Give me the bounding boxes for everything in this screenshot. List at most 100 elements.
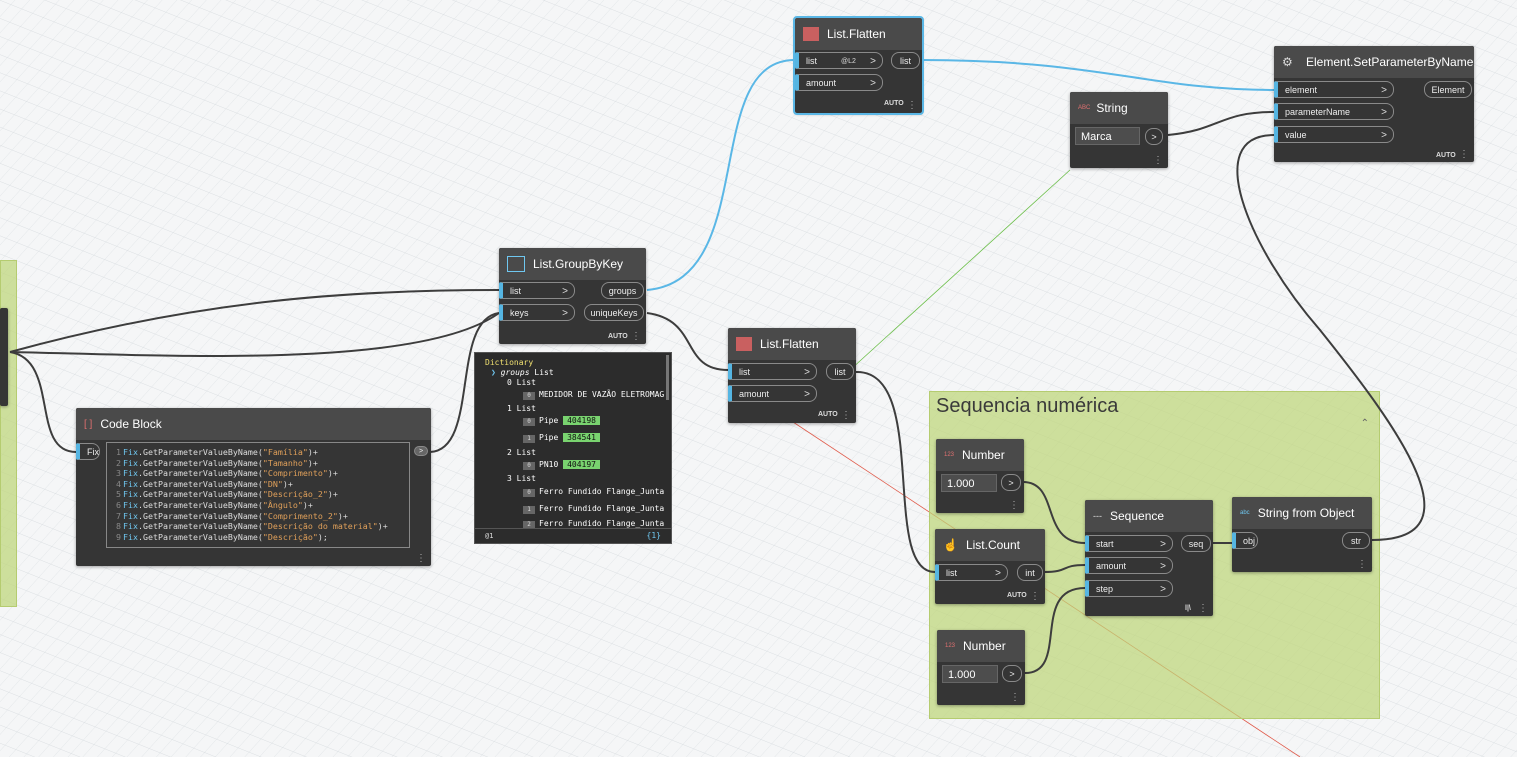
node-header[interactable]: List.GroupByKey	[499, 248, 646, 280]
input-port-obj[interactable]: obj	[1232, 532, 1258, 549]
input-port-value[interactable]: value >	[1274, 126, 1394, 143]
list-item[interactable]: 0 List	[507, 378, 536, 387]
output-port[interactable]: >	[1001, 474, 1021, 491]
list-item[interactable]: 2 List	[507, 448, 536, 457]
input-port-list[interactable]: list >	[935, 564, 1008, 581]
more-options-icon[interactable]: ⋮	[416, 553, 426, 564]
input-port-parametername[interactable]: parameterName >	[1274, 103, 1394, 120]
input-port-step[interactable]: step >	[1085, 580, 1173, 597]
more-options-icon[interactable]: ⋮	[1357, 559, 1367, 570]
lacing-label[interactable]: AUTO	[1007, 592, 1027, 599]
more-options-icon[interactable]: ⋮	[1030, 591, 1040, 602]
list-group-icon	[507, 256, 525, 272]
string-from-object-node[interactable]: abc String from Object obj str ⋮	[1232, 497, 1372, 572]
list-item[interactable]: 3 List	[507, 474, 536, 483]
chevron-right-icon: >	[1160, 584, 1166, 595]
scrollbar[interactable]	[666, 355, 669, 400]
node-title: Number	[962, 448, 1005, 462]
input-port-list[interactable]: list >	[499, 282, 575, 299]
node-header[interactable]: 123 Number	[936, 439, 1024, 471]
output-port[interactable]: >	[1145, 128, 1163, 145]
input-port-start[interactable]: start >	[1085, 535, 1173, 552]
output-port[interactable]: >	[1002, 665, 1022, 682]
lacing-label[interactable]: AUTO	[818, 411, 838, 418]
port-label: start	[1096, 539, 1114, 549]
output-port-list[interactable]: list	[891, 52, 920, 69]
node-header[interactable]: ABC String	[1070, 92, 1168, 124]
lacing-label[interactable]: AUTO	[1436, 152, 1456, 159]
group-title[interactable]: Sequencia numérica	[936, 395, 1119, 417]
value-badge: 404198	[563, 416, 600, 425]
preview-header: Dictionary	[485, 358, 534, 367]
input-port-keys[interactable]: keys >	[499, 304, 575, 321]
number-value-input[interactable]: 1.000	[941, 474, 997, 492]
list-flatten-icon	[803, 27, 819, 41]
output-port-list[interactable]: list	[826, 363, 854, 380]
input-port-amount[interactable]: amount >	[795, 74, 883, 91]
node-header[interactable]: --- Sequence	[1085, 500, 1213, 532]
node-title: List.GroupByKey	[533, 257, 624, 271]
more-options-icon[interactable]: ⋮	[907, 100, 917, 111]
list-count-node[interactable]: ☝ List.Count list > int AUTO ⋮	[935, 529, 1045, 604]
output-port-element[interactable]: Element	[1424, 81, 1472, 98]
more-options-icon[interactable]: ⋮	[1459, 149, 1469, 160]
list-flatten-mid-node[interactable]: List.Flatten list > list amount > AUTO ⋮	[728, 328, 856, 423]
input-port-list[interactable]: list @L2 >	[795, 52, 883, 69]
key-label: groups	[500, 368, 530, 377]
port-label: list	[946, 568, 957, 578]
more-options-icon[interactable]: ⋮	[841, 410, 851, 421]
string-value-input[interactable]: Marca	[1075, 127, 1140, 145]
set-parameter-node[interactable]: ⚙ Element.SetParameterByName element > p…	[1274, 46, 1474, 162]
number-node-start[interactable]: 123 Number 1.000 > ⋮	[936, 439, 1024, 513]
input-port-fix[interactable]: Fix	[76, 443, 100, 460]
output-port-uniquekeys[interactable]: uniqueKeys	[584, 304, 644, 321]
node-header[interactable]: abc String from Object	[1232, 497, 1372, 529]
y-axis-line	[849, 169, 1071, 371]
node-title: Sequence	[1110, 509, 1165, 523]
list-item[interactable]: 1 List	[507, 404, 536, 413]
chevron-right-icon: >	[1381, 85, 1387, 96]
partial-node-left[interactable]	[0, 308, 8, 406]
list-flatten-top-node[interactable]: List.Flatten list @L2 > list amount > AU…	[793, 16, 924, 115]
lacing-label[interactable]: AUTO	[608, 333, 628, 340]
number-value-input[interactable]: 1.000	[942, 665, 998, 683]
expand-icon[interactable]: ❯	[491, 368, 501, 377]
node-header[interactable]: [ ] Code Block	[76, 408, 431, 440]
port-label: list	[739, 367, 750, 377]
more-options-icon[interactable]: ⋮	[1198, 603, 1208, 614]
output-port-int[interactable]: int	[1017, 564, 1043, 581]
node-header[interactable]: ☝ List.Count	[935, 529, 1045, 561]
node-header[interactable]: List.Flatten	[728, 328, 856, 360]
more-options-icon[interactable]: ⋮	[1153, 155, 1163, 166]
port-label: keys	[510, 308, 529, 318]
output-port-groups[interactable]: groups	[601, 282, 644, 299]
input-port-amount[interactable]: amount >	[728, 385, 817, 402]
output-port-seq[interactable]: seq	[1181, 535, 1211, 552]
input-port-list[interactable]: list >	[728, 363, 817, 380]
number-node-step[interactable]: 123 Number 1.000 > ⋮	[937, 630, 1025, 705]
output-port-str[interactable]: str	[1342, 532, 1370, 549]
preview-groups-row[interactable]: ❯ groups List	[491, 368, 554, 377]
level-badge[interactable]: @L2	[841, 58, 856, 65]
list-groupbykey-node[interactable]: List.GroupByKey list > keys > groups uni…	[499, 248, 646, 344]
input-port-element[interactable]: element >	[1274, 81, 1394, 98]
sequence-node[interactable]: --- Sequence start > amount > step > seq…	[1085, 500, 1213, 616]
lacing-label[interactable]: l|\	[1185, 605, 1191, 612]
more-options-icon[interactable]: ⋮	[1010, 692, 1020, 703]
more-options-icon[interactable]: ⋮	[1009, 500, 1019, 511]
more-options-icon[interactable]: ⋮	[631, 331, 641, 342]
node-header[interactable]: List.Flatten	[795, 18, 922, 50]
node-header[interactable]: 123 Number	[937, 630, 1025, 662]
string-node[interactable]: ABC String Marca > ⋮	[1070, 92, 1168, 168]
value-badge: 384541	[563, 433, 600, 442]
node-header[interactable]: ⚙ Element.SetParameterByName	[1274, 46, 1474, 78]
lacing-label[interactable]: AUTO	[884, 100, 904, 107]
input-port-amount[interactable]: amount >	[1085, 557, 1173, 574]
chevron-up-icon[interactable]: ⌃	[1360, 418, 1369, 429]
output-port[interactable]: >	[414, 446, 428, 456]
